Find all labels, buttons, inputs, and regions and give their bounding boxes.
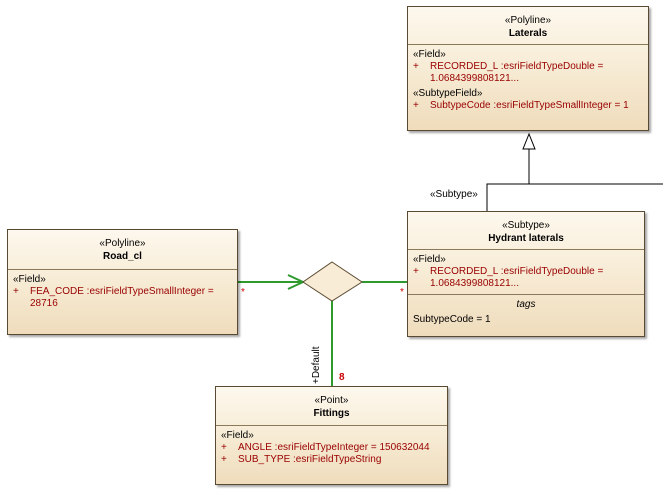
class-hydrant-laterals-stereotype: «Subtype» <box>502 220 550 231</box>
generalization-line[interactable] <box>486 183 663 211</box>
class-road-cl[interactable]: «Polyline» Road_cl «Field» + FEA_CODE :e… <box>7 229 238 335</box>
class-hydrant-laterals-name: Hydrant laterals <box>488 233 564 244</box>
class-hydrant-laterals[interactable]: «Subtype» Hydrant laterals «Field» + REC… <box>407 211 645 337</box>
class-fittings-field-section: «Field» + ANGLE :esriFieldTypeInteger = … <box>216 426 447 466</box>
class-fittings-stereotype: «Point» <box>314 395 349 406</box>
attribute-subtypecode[interactable]: + SubtypeCode :esriFieldTypeSmallInteger… <box>413 100 643 112</box>
section-title: «Field» <box>13 274 46 285</box>
class-laterals-header: «Polyline» Laterals <box>408 7 648 45</box>
attribute-text: SubtypeCode :esriFieldTypeSmallInteger =… <box>430 100 629 111</box>
attribute-fea-code[interactable]: + FEA_CODE :esriFieldTypeSmallInteger = … <box>13 286 232 310</box>
attribute-text-cont: 28716 <box>30 298 58 309</box>
generalization-label: «Subtype» <box>430 189 478 200</box>
class-road-cl-name: Road_cl <box>103 251 142 262</box>
visibility-public: + <box>221 454 227 465</box>
section-title: «SubtypeField» <box>413 88 483 99</box>
class-laterals-name: Laterals <box>508 28 548 39</box>
section-title: «Field» <box>221 430 254 441</box>
class-road-cl-stereotype: «Polyline» <box>99 238 146 249</box>
attribute-text: RECORDED_L :esriFieldTypeDouble = <box>430 266 604 277</box>
attribute-text-cont: 1.0684399808121... <box>430 278 519 289</box>
class-fittings-header: «Point» Fittings <box>216 387 447 426</box>
class-hydrant-laterals-header: «Subtype» Hydrant laterals <box>408 212 644 250</box>
attribute-recorded-l[interactable]: + RECORDED_L :esriFieldTypeDouble = 1.06… <box>413 266 639 290</box>
multiplicity-fittings: 8 <box>339 372 345 383</box>
class-road-cl-header: «Polyline» Road_cl <box>8 230 237 270</box>
visibility-public: + <box>13 286 19 297</box>
section-title: «Field» <box>413 254 446 265</box>
attribute-sub-type[interactable]: + SUB_TYPE :esriFieldTypeString <box>221 454 442 466</box>
visibility-public: + <box>413 266 419 277</box>
class-road-cl-field-section: «Field» + FEA_CODE :esriFieldTypeSmallIn… <box>8 270 237 310</box>
attribute-text: RECORDED_L :esriFieldTypeDouble = <box>430 61 604 72</box>
class-laterals-stereotype: «Polyline» <box>504 15 552 26</box>
generalization-arrowhead <box>522 132 536 150</box>
class-hydrant-laterals-field-section: «Field» + RECORDED_L :esriFieldTypeDoubl… <box>408 250 644 290</box>
compartment-divider <box>408 294 644 295</box>
attribute-text: ANGLE :esriFieldTypeInteger = 150632044 <box>238 442 430 453</box>
attribute-recorded-l[interactable]: + RECORDED_L :esriFieldTypeDouble = 1.06… <box>413 61 643 85</box>
visibility-public: + <box>413 61 419 72</box>
attribute-angle[interactable]: + ANGLE :esriFieldTypeInteger = 15063204… <box>221 442 442 454</box>
attribute-text: SUB_TYPE :esriFieldTypeString <box>238 454 382 465</box>
class-fittings[interactable]: «Point» Fittings «Field» + ANGLE :esriFi… <box>215 386 448 485</box>
tag-subtypecode[interactable]: SubtypeCode = 1 <box>413 314 491 325</box>
class-laterals[interactable]: «Polyline» Laterals «Field» + RECORDED_L… <box>407 6 649 131</box>
association-diamond[interactable] <box>302 261 363 302</box>
multiplicity-hydrant: * <box>400 287 404 298</box>
role-default-label: +Default <box>311 346 322 384</box>
attribute-text-cont: 1.0684399808121... <box>430 73 519 84</box>
section-title: «Field» <box>413 49 446 60</box>
class-fittings-name: Fittings <box>313 408 350 419</box>
attribute-text: FEA_CODE :esriFieldTypeSmallInteger = <box>30 286 214 297</box>
multiplicity-road: * <box>241 287 245 298</box>
tags-compartment-title: tags <box>516 299 536 310</box>
class-laterals-field-section: «Field» + RECORDED_L :esriFieldTypeDoubl… <box>408 45 648 112</box>
visibility-public: + <box>413 100 419 111</box>
visibility-public: + <box>221 442 227 453</box>
